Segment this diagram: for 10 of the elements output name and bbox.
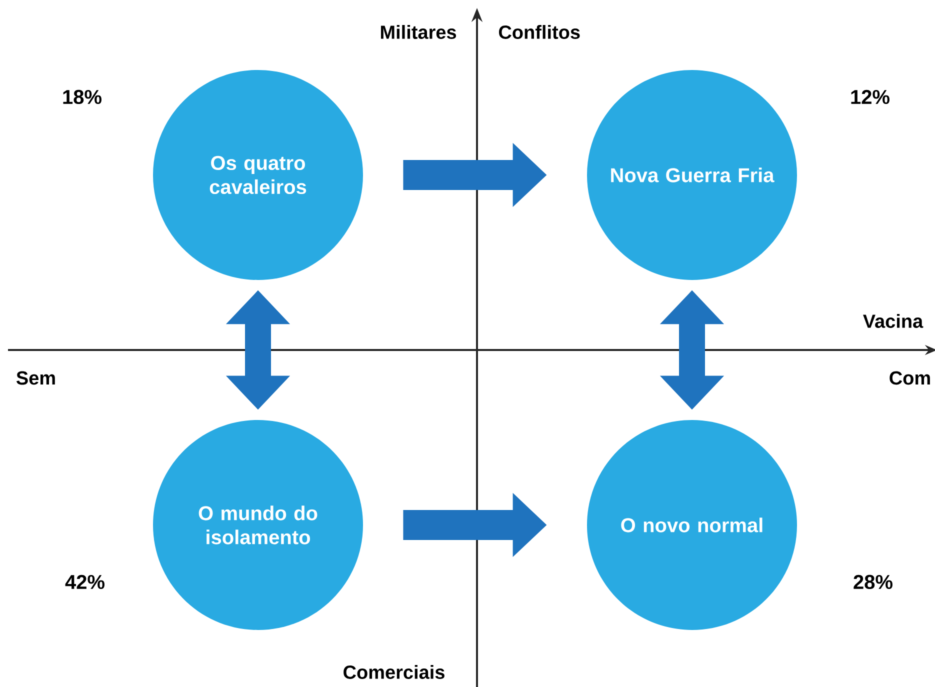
percentage: 12% bbox=[851, 90, 890, 104]
axis-label: Militares bbox=[381, 25, 456, 39]
axis-label: Vacina bbox=[863, 314, 924, 328]
axis-label: Sem bbox=[16, 371, 55, 385]
percentage: 28% bbox=[854, 574, 892, 590]
axis-label: Com bbox=[890, 371, 930, 385]
percentage: 42% bbox=[65, 574, 104, 590]
percentage: 18% bbox=[63, 90, 102, 104]
axis-label: Conflitos bbox=[499, 25, 580, 39]
axis-label: Comerciais bbox=[344, 665, 444, 679]
